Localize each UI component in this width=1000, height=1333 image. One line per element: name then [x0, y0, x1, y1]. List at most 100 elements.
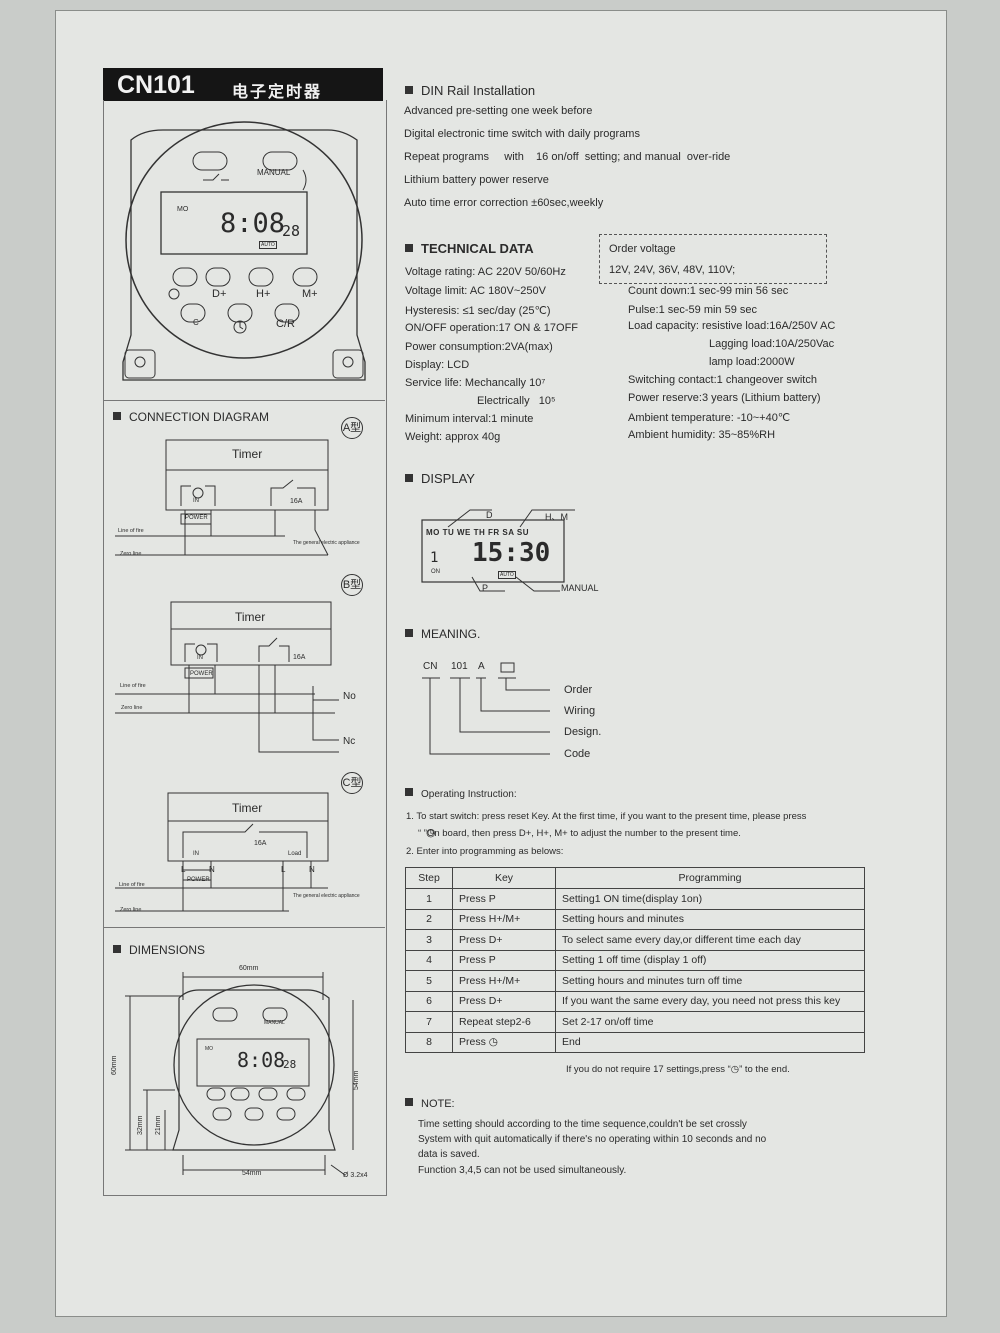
order-voltage-label: Order voltage [609, 243, 676, 255]
dim-hole: Ø 3.2x4 [343, 1172, 368, 1179]
in-label: IN [197, 655, 203, 661]
cell-step: 8 [405, 1031, 453, 1053]
cell-key: Press H+/M+ [452, 908, 556, 930]
cell-programming: Setting hours and minutes [555, 908, 865, 930]
display-on: ON [431, 569, 440, 575]
tech-right-item: Load capacity: resistive load:16A/250V A… [628, 320, 836, 332]
feature-item: Advanced pre-setting one week before [404, 105, 593, 117]
meaning-tree [422, 662, 550, 755]
tech-right-item: lamp load:2000W [709, 356, 795, 368]
dim-manual-label: MANUAL [264, 1020, 285, 1026]
zero-line-label: Zero line [120, 551, 142, 557]
cell-programming: To select same every day,or different ti… [555, 929, 865, 951]
cell-programming: If you want the same every day, you need… [555, 990, 865, 1012]
feature-item: Digital electronic time switch with dail… [404, 128, 640, 140]
amp-label: 16A [293, 654, 306, 661]
meaning-code: Code [564, 748, 591, 760]
cell-step: 6 [405, 990, 453, 1012]
btn-label-c: C [193, 318, 199, 327]
tech-left-item: Power consumption:2VA(max) [405, 341, 553, 353]
cell-programming: End [555, 1031, 865, 1053]
tech-right-item: Pulse:1 sec-59 min 59 sec [628, 304, 758, 316]
feature-din: DIN Rail Installation [405, 83, 535, 98]
operating-step1a: 1. To start switch: press reset Key. At … [406, 811, 807, 822]
cell-step: 2 [405, 908, 453, 930]
load-label: Load [288, 851, 302, 857]
bullet-icon [405, 1098, 413, 1106]
btn-label-h: H+ [256, 288, 271, 300]
col-key: Key [452, 867, 556, 889]
table-footnote: If you do not require 17 settings,press … [566, 1064, 790, 1075]
chinese-title: 电子定时器 [232, 84, 323, 101]
cell-key-text: Press [459, 1036, 486, 1049]
cell-programming: Setting 1 off time (display 1 off) [555, 949, 865, 971]
display-time: 15:30 [472, 538, 551, 568]
bullet-icon [113, 412, 121, 420]
timer-label-c: Timer [232, 801, 263, 815]
left-panel-frame [103, 100, 387, 1196]
btn-label-cr: C/R [276, 318, 295, 330]
bullet-icon [405, 244, 413, 252]
n-label: N [309, 865, 315, 874]
nc-label: Nc [343, 736, 356, 747]
display-label-d: D [486, 510, 493, 520]
line-of-fire-label: Line of fire [120, 683, 146, 689]
tech-right-item: Lagging load:10A/250Vac [709, 338, 835, 350]
dim-height-21: 21mm [155, 1115, 162, 1135]
note-line: System with quit automatically if there'… [418, 1134, 767, 1145]
clock-icon: ◷ [426, 827, 436, 839]
cell-key: Press ◷ [452, 1031, 556, 1053]
in-label: IN [193, 498, 199, 504]
bullet-icon [113, 945, 121, 953]
note-line: Time setting should according to the tim… [418, 1119, 747, 1130]
connection-heading: CONNECTION DIAGRAM [113, 410, 269, 424]
dim-width-60: 60mm [239, 965, 259, 972]
meaning-heading: MEANING. [405, 627, 480, 641]
meaning-wiring: Wiring [564, 705, 596, 717]
note-heading-text: NOTE: [421, 1098, 455, 1110]
dim-height-32: 32mm [137, 1115, 144, 1135]
lcd-day: MO [177, 206, 189, 213]
dim-lcd-day: MO [205, 1046, 214, 1052]
l-label: L [281, 865, 286, 874]
type-c-badge: C型 [341, 772, 363, 794]
tech-right-item: Power reserve:3 years (Lithium battery) [628, 392, 821, 404]
footnote-text-a: If you do not require 17 settings,press … [566, 1064, 731, 1075]
dim-lcd-seconds: 28 [283, 1058, 297, 1071]
dim-height-60: 60mm [111, 1055, 118, 1075]
cell-step: 5 [405, 970, 453, 992]
cell-key: Press H+/M+ [452, 970, 556, 992]
operating-step1b: “ ”On board, then press D+, H+, M+ to ad… [418, 828, 741, 839]
table-header-row: Step Key Programming [405, 867, 865, 889]
meaning-code-cn: CN [423, 661, 438, 672]
tech-left-item: Weight: approx 40g [405, 431, 501, 443]
lcd-seconds: 28 [282, 222, 301, 240]
connection-heading-text: CONNECTION DIAGRAM [129, 410, 270, 424]
note-heading: NOTE: [405, 1098, 455, 1110]
device-drawing [122, 121, 366, 381]
power-label: POWER [185, 515, 208, 521]
meaning-heading-text: MEANING. [421, 627, 481, 641]
display-heading-text: DISPLAY [421, 471, 475, 486]
timer-label-a: Timer [232, 447, 263, 461]
display-on-digit: 1 [430, 550, 439, 566]
feature-item: Lithium battery power reserve [404, 174, 549, 186]
timer-label-b: Timer [235, 610, 266, 624]
tech-left-item: Voltage rating: AC 220V 50/60Hz [405, 266, 566, 278]
cell-key: Repeat step2-6 [452, 1011, 556, 1033]
cell-step: 3 [405, 929, 453, 951]
tech-left-item: Minimum interval:1 minute [405, 413, 534, 425]
order-voltage-values: 12V, 24V, 36V, 48V, 110V; [609, 264, 736, 276]
dimensions-heading: DIMENSIONS [113, 943, 205, 957]
feature-item: Repeat programs with 16 on/off setting; … [404, 151, 731, 163]
in-label: IN [193, 851, 199, 857]
dim-lcd-time: 8:08 [237, 1048, 286, 1072]
divider [103, 927, 385, 928]
cell-programming: Setting hours and minutes turn off time [555, 970, 865, 992]
display-heading: DISPLAY [405, 471, 475, 486]
